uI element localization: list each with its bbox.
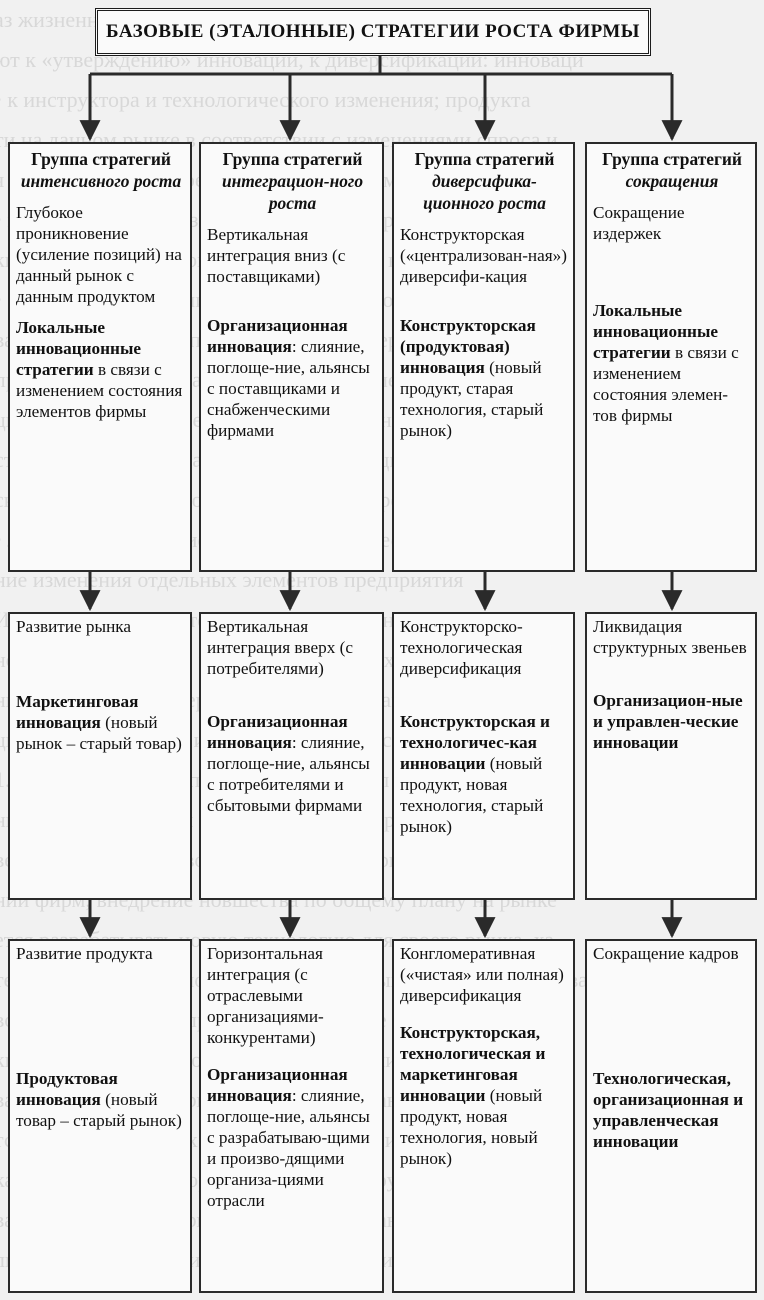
strategy-box-integration-2: Вертикальная интеграция вверх (с потреби… [199, 612, 384, 900]
strategy-text: Развитие продукта [16, 944, 153, 963]
strategy-text: Горизонтальная интеграция (с отраслевыми… [207, 944, 324, 1047]
innovation-text: Локальные инновационные стратегии в связ… [593, 300, 751, 426]
strategy-text: Конструкторско-технологическая диверсифи… [400, 617, 523, 678]
innovation-detail: : слияние, поглоще-ние, альянсы с постав… [207, 337, 370, 440]
strategy-text: Вертикальная интеграция вниз (с поставщи… [207, 225, 346, 286]
innovation-detail: : слияние, поглоще-ние, альянсы с разраб… [207, 1086, 370, 1210]
group-label: Группа стратегий [31, 149, 171, 169]
strategy-box-diversification-3: Конгломеративная («чистая» или полная) д… [392, 939, 575, 1293]
innovation-title: Организационная инновация [207, 712, 348, 752]
innovation-detail: (новый продукт, новая технология, старый… [400, 754, 544, 836]
strategy-box-diversification-2: Конструкторско-технологическая диверсифи… [392, 612, 575, 900]
innovation-detail: в связи с изменением состояния элементов… [16, 360, 183, 421]
innovation-detail: (новый продукт, новая технология, новый … [400, 1086, 543, 1168]
group-reduction-box: Группа стратегий сокращения Сокращение и… [585, 142, 757, 572]
group-header: Группа стратегий сокращения [593, 146, 751, 192]
innovation-title: Локальные инновационные стратегии [593, 301, 719, 362]
innovation-text: Технологическая, организационная и управ… [593, 1068, 751, 1152]
innovation-text: Локальные инновационные стратегии в связ… [16, 317, 186, 422]
strategy-text: Вертикальная интеграция вверх (с потреби… [207, 617, 354, 678]
innovation-title: Маркетинговая инновация [16, 692, 139, 732]
strategy-box-reduction-2: Ликвидация структурных звеньев Организац… [585, 612, 757, 900]
innovation-detail: (новый рынок – старый товар) [16, 713, 182, 753]
strategy-text: Конструкторская («централизован-ная») ди… [400, 225, 567, 286]
innovation-detail: в связи с изменением состояния элемен-то… [593, 343, 739, 425]
strategy-box-integration-3: Горизонтальная интеграция (с отраслевыми… [199, 939, 384, 1293]
innovation-title: Локальные инновационные стратегии [16, 318, 142, 379]
innovation-title: Технологическая, организационная и управ… [593, 1069, 744, 1151]
innovation-text: Конструкторская и технологичес-кая иннов… [400, 711, 569, 837]
strategy-text: Глубокое проникновение (усиление позиций… [16, 203, 182, 306]
group-integration-box: Группа стратегий интеграцион-ного роста … [199, 142, 384, 572]
innovation-detail: (новый продукт, старая технология, стары… [400, 358, 544, 440]
innovation-detail: (новый товар – старый рынок) [16, 1090, 182, 1130]
group-name: интенсивного роста [20, 171, 182, 191]
strategy-box-intensive-2: Развитие рынка Маркетинговая инновация (… [8, 612, 192, 900]
innovation-title: Организацион-ные и управлен-ческие иннов… [593, 691, 743, 752]
innovation-title: Организационная инновация [207, 316, 348, 356]
innovation-text: Организационная инновация: слияние, погл… [207, 1064, 378, 1211]
strategy-box-reduction-3: Сокращение кадров Технологическая, орган… [585, 939, 757, 1293]
strategy-text: Ликвидация структурных звеньев [593, 617, 747, 657]
innovation-text: Организационная инновация: слияние, погл… [207, 315, 378, 441]
innovation-title: Конструкторская (продуктовая) инновация [400, 316, 536, 377]
group-name: интеграцион-ного роста [221, 171, 364, 213]
group-header: Группа стратегий интенсивного роста [16, 146, 186, 192]
innovation-text: Конструкторская, технологическая и марке… [400, 1022, 569, 1169]
strategy-text: Сокращение издержек [593, 203, 685, 243]
diagram-title: БАЗОВЫЕ (ЭТАЛОННЫЕ) СТРАТЕГИИ РОСТА ФИРМ… [95, 8, 651, 56]
innovation-text: Организационная инновация: слияние, погл… [207, 711, 378, 816]
innovation-detail: : слияние, поглоще-ние, альянсы с потреб… [207, 733, 370, 815]
group-header: Группа стратегий диверсифика-ционного ро… [400, 146, 569, 214]
innovation-title: Продуктовая инновация [16, 1069, 118, 1109]
group-name: сокращения [625, 171, 719, 191]
innovation-text: Продуктовая инновация (новый товар – ста… [16, 1068, 186, 1131]
strategy-text: Развитие рынка [16, 617, 131, 636]
group-label: Группа стратегий [602, 149, 742, 169]
innovation-title: Конструкторская и технологичес-кая иннов… [400, 712, 550, 773]
strategy-text: Конгломеративная («чистая» или полная) д… [400, 944, 564, 1005]
group-label: Группа стратегий [414, 149, 555, 169]
strategy-text: Сокращение кадров [593, 944, 739, 963]
group-name: диверсифика-ционного роста [423, 171, 546, 213]
group-header: Группа стратегий интеграцион-ного роста [207, 146, 378, 214]
group-intensive-box: Группа стратегий интенсивного роста Глуб… [8, 142, 192, 572]
innovation-title: Конструкторская, технологическая и марке… [400, 1023, 546, 1105]
group-diversification-box: Группа стратегий диверсифика-ционного ро… [392, 142, 575, 572]
innovation-text: Организацион-ные и управлен-ческие иннов… [593, 690, 751, 753]
innovation-text: Маркетинговая инновация (новый рынок – с… [16, 691, 186, 754]
innovation-text: Конструкторская (продуктовая) инновация … [400, 315, 569, 441]
group-label: Группа стратегий [222, 149, 363, 169]
innovation-title: Организационная инновация [207, 1065, 348, 1105]
strategy-box-intensive-3: Развитие продукта Продуктовая инновация … [8, 939, 192, 1293]
